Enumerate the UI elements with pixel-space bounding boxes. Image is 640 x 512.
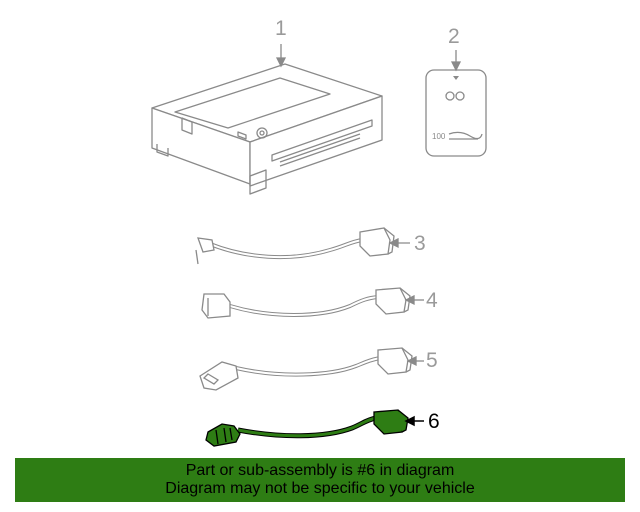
- cable-3-part[interactable]: [195, 227, 395, 265]
- banner-line-2: Diagram may not be specific to your vehi…: [165, 480, 475, 497]
- cable-4-part[interactable]: [201, 287, 411, 319]
- cable-5-part[interactable]: [199, 347, 413, 391]
- media-module-part[interactable]: [151, 63, 383, 195]
- callout-4-label[interactable]: 4: [426, 289, 438, 312]
- callout-6-label[interactable]: 6: [428, 410, 440, 433]
- parts-diagram: 100: [151, 44, 487, 447]
- callout-6-arrow: [404, 415, 424, 427]
- callout-3-label[interactable]: 3: [414, 232, 426, 255]
- banner-line-1: Part or sub-assembly is #6 in diagram: [185, 462, 455, 479]
- callout-1-arrow: [275, 44, 287, 68]
- callout-3-arrow: [388, 237, 410, 249]
- callout-4-arrow: [404, 294, 424, 306]
- card-part[interactable]: [425, 69, 487, 157]
- cable-6-part[interactable]: [205, 409, 409, 447]
- card-text: 100: [432, 132, 446, 141]
- info-banner: Part or sub-assembly is #6 in diagram Di…: [15, 458, 625, 502]
- callout-5-arrow: [406, 355, 424, 367]
- callout-1-label[interactable]: 1: [275, 17, 287, 40]
- callout-2-arrow: [450, 50, 462, 72]
- callout-2-label[interactable]: 2: [448, 25, 460, 48]
- callout-5-label[interactable]: 5: [426, 349, 438, 372]
